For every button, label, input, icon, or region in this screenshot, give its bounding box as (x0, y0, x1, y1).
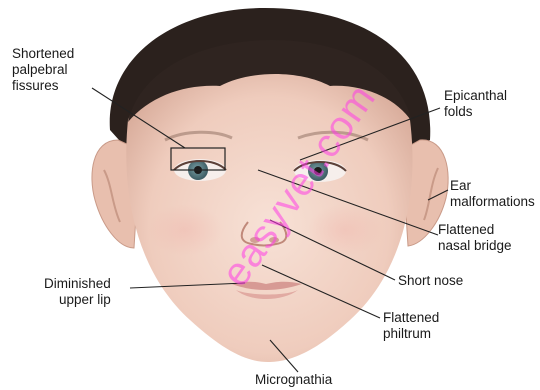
label-ear-malformations: Ear malformations (450, 178, 535, 210)
label-flattened-philtrum: Flattened philtrum (383, 310, 439, 342)
label-diminished-upper-lip: Diminished upper lip (44, 276, 111, 308)
label-shortened-palpebral-fissures: Shortened palpebral fissures (12, 46, 74, 94)
label-short-nose: Short nose (398, 273, 463, 289)
label-epicanthal-folds: Epicanthal folds (444, 88, 507, 120)
label-flattened-nasal-bridge: Flattened nasal bridge (438, 222, 512, 254)
label-micrognathia: Micrognathia (255, 372, 332, 388)
